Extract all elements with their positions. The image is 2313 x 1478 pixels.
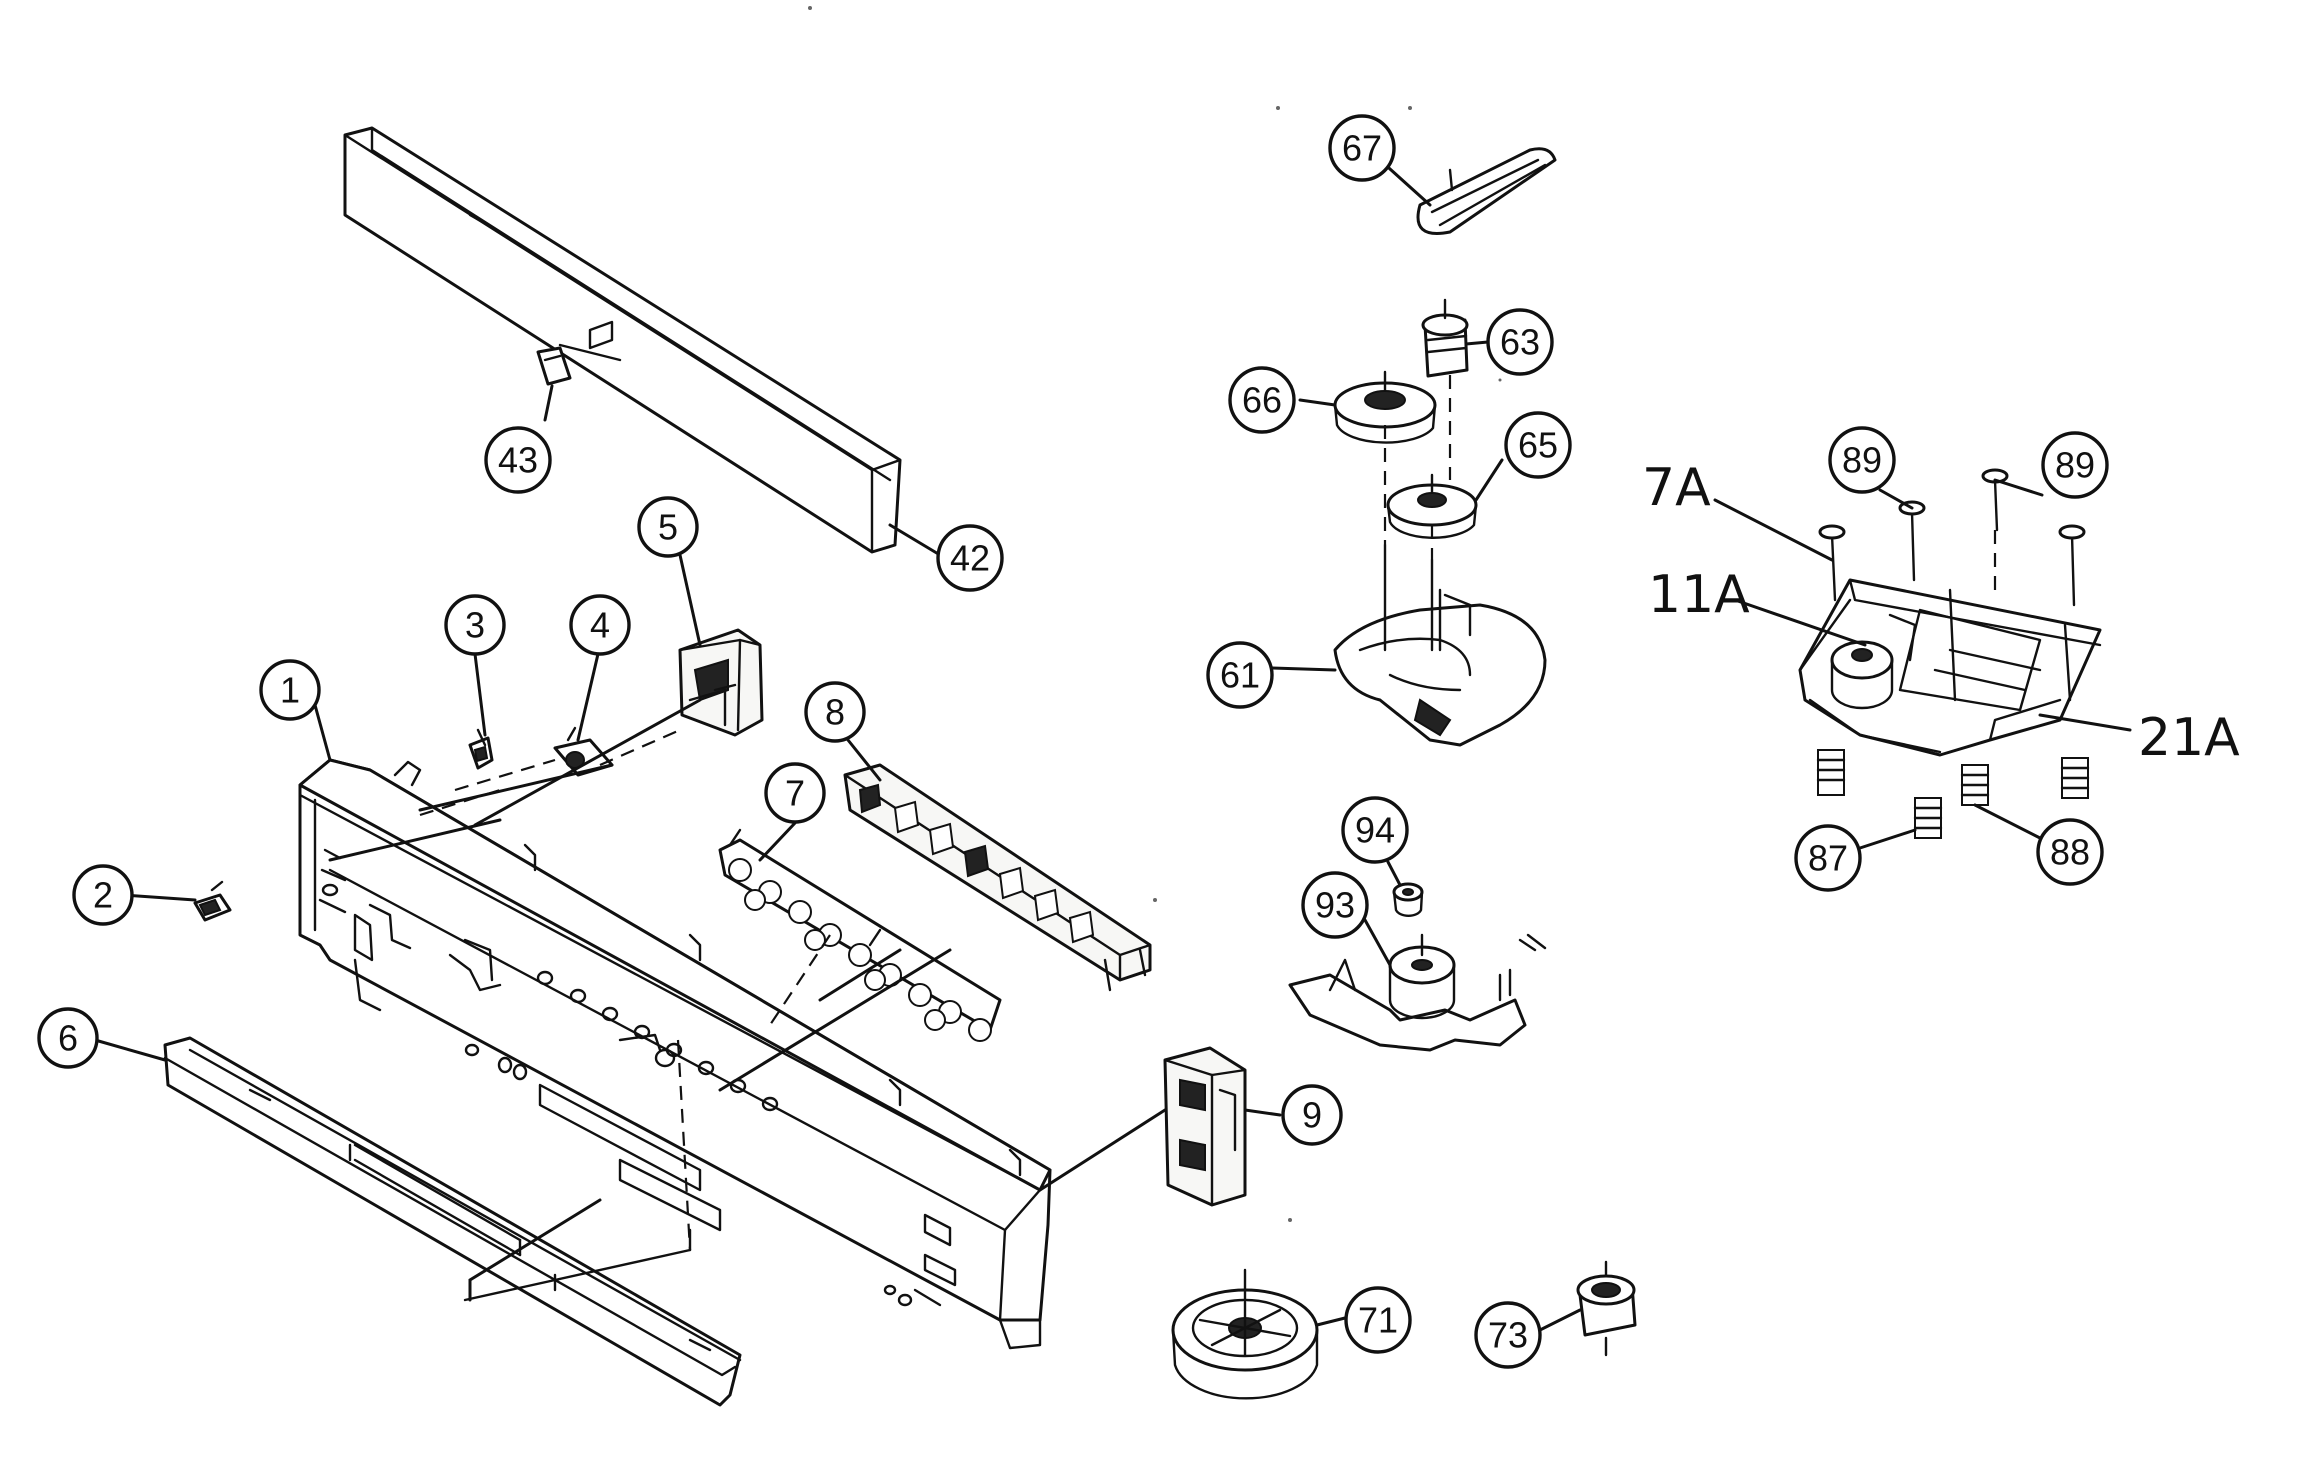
svg-text:9: 9 [1302,1095,1322,1136]
svg-text:88: 88 [2050,832,2090,873]
svg-text:42: 42 [950,538,990,579]
part-43-badge [536,346,572,386]
part-9-side-box [1163,1046,1247,1207]
callout-89-right: 89 [2041,431,2109,499]
svg-text:89: 89 [2055,445,2095,486]
part-4-bracket [553,726,614,777]
svg-text:67: 67 [1342,128,1382,169]
part-3-bracket [468,728,494,770]
spring-center [1913,797,1943,839]
svg-text:73: 73 [1488,1315,1528,1356]
spring-left [1816,749,1846,796]
callout-73: 73 [1474,1301,1542,1369]
callout-5: 5 [637,496,699,558]
ref-21A: 21A [2138,708,2240,768]
callout-63: 63 [1486,308,1554,376]
part-63-gear [1421,298,1469,378]
svg-text:1: 1 [280,670,300,711]
part-93-motor-assembly [1288,933,1547,1052]
part-65-gear [1386,473,1478,539]
svg-text:93: 93 [1315,885,1355,926]
ref-7A: 7A [1642,458,1711,518]
callout-42: 42 [936,524,1004,592]
callout-2: 2 [72,864,134,926]
callout-6: 6 [37,1007,99,1069]
callout-71: 71 [1344,1286,1412,1354]
part-67-belt [1416,147,1557,235]
callout-61: 61 [1206,641,1274,709]
callout-87: 87 [1794,824,1862,892]
ref-11A: 11A [1648,565,1750,625]
part-71-pulley [1171,1268,1319,1400]
part-7-key-carrier [718,828,1002,1042]
svg-text:2: 2 [93,875,113,916]
svg-text:66: 66 [1242,380,1282,421]
part-2-screw [193,880,232,922]
svg-text:4: 4 [590,605,610,646]
callout-88: 88 [2036,818,2104,886]
callout-4: 4 [569,594,631,656]
callout-67: 67 [1328,114,1396,182]
panel-button-row [464,970,779,1112]
svg-text:61: 61 [1220,655,1260,696]
part-6-button-strip [163,1036,742,1407]
part-pickup-mechanism [1798,578,2102,757]
part-61-cam-plate [1333,543,1547,747]
callout-66: 66 [1228,366,1296,434]
svg-text:94: 94 [1355,810,1395,851]
callouts: 1 2 3 4 5 6 7 8 [37,114,2109,1369]
callout-3: 3 [444,594,506,656]
svg-text:43: 43 [498,440,538,481]
reference-labels: 7A 11A 21A [1642,458,2240,768]
svg-text:8: 8 [825,692,845,733]
part-1-front-panel [298,758,1052,1350]
part-94-motor-pulley [1392,882,1424,917]
svg-text:71: 71 [1358,1300,1398,1341]
svg-text:89: 89 [1842,440,1882,481]
key-carrier-knobs [728,858,992,1042]
svg-text:7: 7 [785,773,805,814]
svg-text:3: 3 [465,605,485,646]
callout-65: 65 [1504,411,1572,479]
svg-text:6: 6 [58,1018,78,1059]
spring-right [2060,757,2090,799]
part-87-88-springs [1816,749,2090,839]
callout-9: 9 [1281,1084,1343,1146]
callout-1: 1 [259,659,321,721]
switch-board-cells [858,783,1095,944]
callout-94: 94 [1341,796,1409,864]
svg-text:65: 65 [1518,425,1558,466]
callout-43: 43 [484,426,552,494]
svg-text:63: 63 [1500,322,1540,363]
part-42-front-bar [343,126,902,554]
callout-89-left: 89 [1828,426,1896,494]
part-73-gear [1576,1260,1637,1357]
spring-mid [1960,764,1990,806]
callout-93: 93 [1301,871,1369,939]
scan-specks [808,6,1502,1222]
part-8-switch-board [843,763,1152,992]
connector-lines [328,698,1167,1302]
part-5-switch-box [678,628,764,737]
leader-lines [93,158,2132,1332]
callout-7: 7 [764,762,826,824]
callout-8: 8 [804,681,866,743]
svg-text:87: 87 [1808,838,1848,879]
projection-lines [419,375,1997,1302]
svg-text:5: 5 [658,507,678,548]
